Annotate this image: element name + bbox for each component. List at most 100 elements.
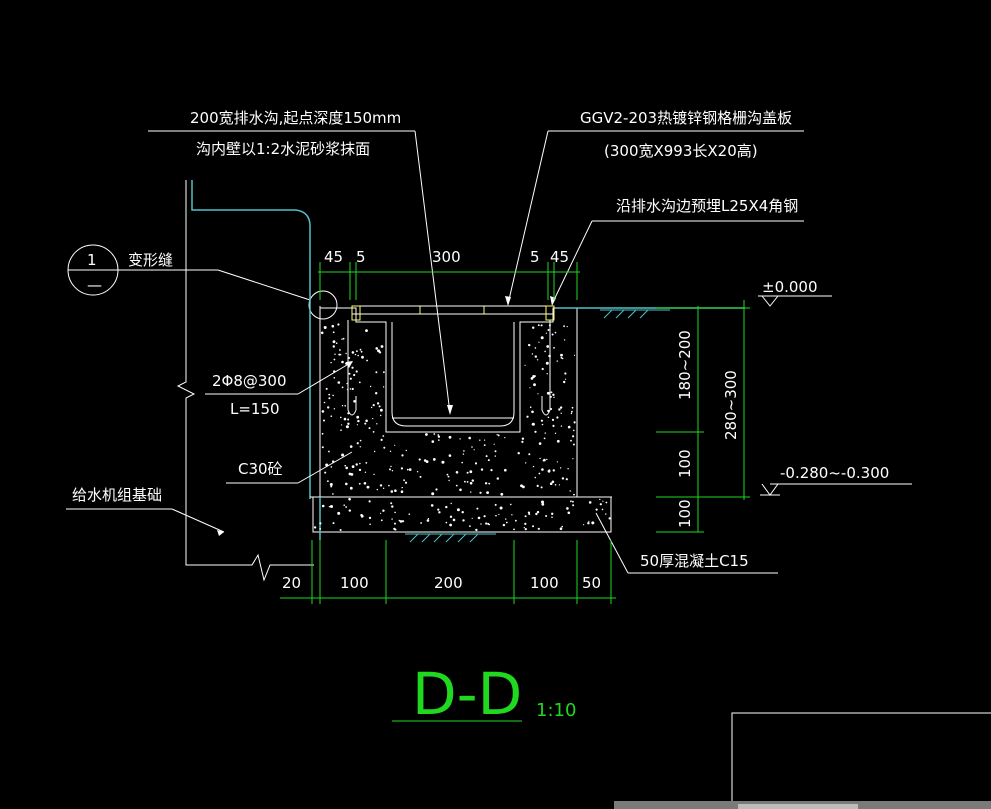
concrete-speckle xyxy=(504,437,506,439)
concrete-speckle xyxy=(332,493,334,495)
concrete-speckle xyxy=(531,410,534,414)
concrete-speckle xyxy=(494,450,497,453)
concrete-speckle xyxy=(469,525,471,527)
concrete-speckle xyxy=(527,511,531,514)
concrete-speckle xyxy=(487,522,490,525)
concrete-speckle xyxy=(605,501,608,504)
concrete-speckle xyxy=(369,523,371,526)
concrete-speckle xyxy=(572,458,574,460)
concrete-speckle xyxy=(332,522,335,525)
concrete-speckle xyxy=(583,524,585,526)
concrete-speckle xyxy=(351,465,355,468)
concrete-speckle xyxy=(394,511,396,514)
cover-note: GGV2-203热镀锌钢格栅沟盖板 (300宽X993长X20高) xyxy=(505,109,804,306)
concrete-speckle xyxy=(504,468,507,472)
concrete-speckle xyxy=(343,504,346,507)
concrete-texture xyxy=(313,323,611,532)
title-block-frame xyxy=(614,712,991,809)
concrete-speckle xyxy=(573,354,576,356)
rebar-note: 2Φ8@300 L=150 xyxy=(205,361,353,418)
concrete-speckle xyxy=(332,345,335,348)
concrete-speckle xyxy=(382,386,385,388)
concrete-speckle xyxy=(534,355,537,358)
concrete-speckle xyxy=(511,514,513,516)
concrete-speckle xyxy=(383,371,385,374)
cushion-label: 50厚混凝土C15 xyxy=(640,552,749,570)
concrete-speckle xyxy=(494,503,497,506)
dim-top-5: 45 xyxy=(550,248,569,266)
concrete-speckle xyxy=(524,515,527,518)
concrete-speckle xyxy=(493,443,495,445)
concrete-speckle xyxy=(353,373,356,377)
concrete-speckle xyxy=(391,470,394,472)
concrete-speckle xyxy=(570,412,573,415)
concrete-speckle xyxy=(490,469,493,472)
concrete-speckle xyxy=(325,387,328,390)
concrete-speckle xyxy=(333,408,336,410)
concrete-speckle xyxy=(345,466,349,470)
concrete-speckle xyxy=(400,467,403,470)
concrete-speckle xyxy=(541,367,544,371)
concrete-speckle xyxy=(534,375,537,377)
concrete-speckle xyxy=(517,452,520,455)
concrete-speckle xyxy=(323,419,325,422)
concrete-speckle xyxy=(358,482,361,485)
concrete-speckle xyxy=(338,353,341,356)
concrete-speckle xyxy=(356,424,358,426)
concrete-speckle xyxy=(459,438,461,440)
concrete-speckle xyxy=(466,471,469,474)
concrete-speckle xyxy=(379,351,382,354)
concrete-speckle xyxy=(541,423,544,426)
concrete-speckle xyxy=(560,412,562,414)
concrete-speckle xyxy=(408,513,411,515)
concrete-speckle xyxy=(537,527,540,530)
concrete-speckle xyxy=(398,519,401,522)
concrete-speckle xyxy=(380,519,383,522)
concrete-speckle xyxy=(534,476,537,479)
elevation-bottom: -0.280~-0.300 xyxy=(760,464,912,496)
concrete-speckle xyxy=(356,350,358,353)
concrete-speckle xyxy=(459,488,462,492)
concrete-speckle xyxy=(548,324,551,327)
concrete-speckle xyxy=(401,520,405,523)
concrete-speckle xyxy=(548,354,551,358)
concrete-speckle xyxy=(484,482,488,485)
concrete-speckle xyxy=(471,517,473,519)
concrete-speckle xyxy=(333,358,336,361)
dim-bottom-5: 50 xyxy=(582,574,601,592)
concrete-speckle xyxy=(406,468,409,471)
concrete-speckle xyxy=(563,339,566,341)
concrete-speckle xyxy=(554,432,557,434)
concrete-speckle xyxy=(357,354,360,357)
concrete-speckle xyxy=(455,484,458,487)
concrete-speckle xyxy=(554,484,557,486)
concrete-speckle xyxy=(365,462,368,464)
concrete-speckle xyxy=(539,457,541,460)
concrete-speckle xyxy=(538,472,541,475)
concrete-speckle xyxy=(372,404,375,407)
concrete-speckle xyxy=(341,453,345,457)
concrete-speckle xyxy=(529,406,532,409)
concrete-speckle xyxy=(551,418,555,421)
concrete-speckle xyxy=(547,409,550,413)
concrete-speckle xyxy=(368,516,372,520)
concrete-speckle xyxy=(471,479,474,482)
dim-bottom-2: 100 xyxy=(340,574,369,592)
concrete-speckle xyxy=(394,522,396,525)
concrete-speckle xyxy=(484,439,486,441)
concrete-speckle xyxy=(474,462,478,465)
concrete-speckle xyxy=(543,437,546,440)
concrete-speckle xyxy=(588,501,592,504)
concrete-speckle xyxy=(337,323,340,326)
concrete-speckle xyxy=(341,424,343,426)
concrete-speckle xyxy=(374,450,376,453)
dim-top-3: 300 xyxy=(432,248,461,266)
concrete-speckle xyxy=(379,484,383,487)
concrete-speckle xyxy=(349,445,353,448)
concrete-speckle xyxy=(533,383,536,387)
concrete-speckle xyxy=(496,434,498,436)
concrete-speckle xyxy=(540,336,544,340)
concrete-speckle xyxy=(546,345,550,348)
concrete-speckle xyxy=(529,387,531,389)
pump-base-label: 给水机组基础 xyxy=(72,486,162,504)
